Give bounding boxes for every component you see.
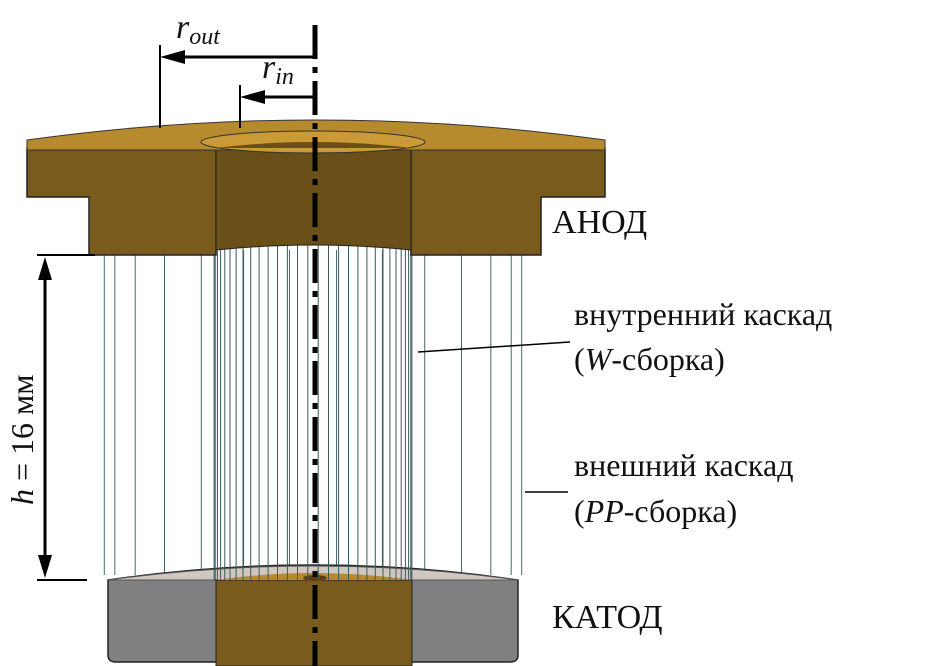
inner-cascade-leader (417, 341, 571, 353)
inner-cascade-label: внутренний каскад (574, 296, 832, 332)
r-out-label: rout (176, 9, 221, 50)
outer-cascade-label: внешний каскад (574, 447, 793, 483)
height-label: h = 16 мм (4, 374, 40, 505)
r-out-dimension (159, 45, 315, 128)
outer-cascade-wires (103, 250, 523, 575)
outer-assembly-label: (PP-сборка) (574, 493, 737, 529)
cathode-label: КАТОД (552, 599, 663, 636)
anode-label: АНОД (552, 204, 647, 241)
r-in-label: rin (262, 49, 294, 90)
height-dimension (37, 254, 95, 581)
inner-assembly-label: (W-сборка) (574, 341, 725, 377)
cathode (107, 564, 519, 666)
anode (26, 119, 606, 256)
